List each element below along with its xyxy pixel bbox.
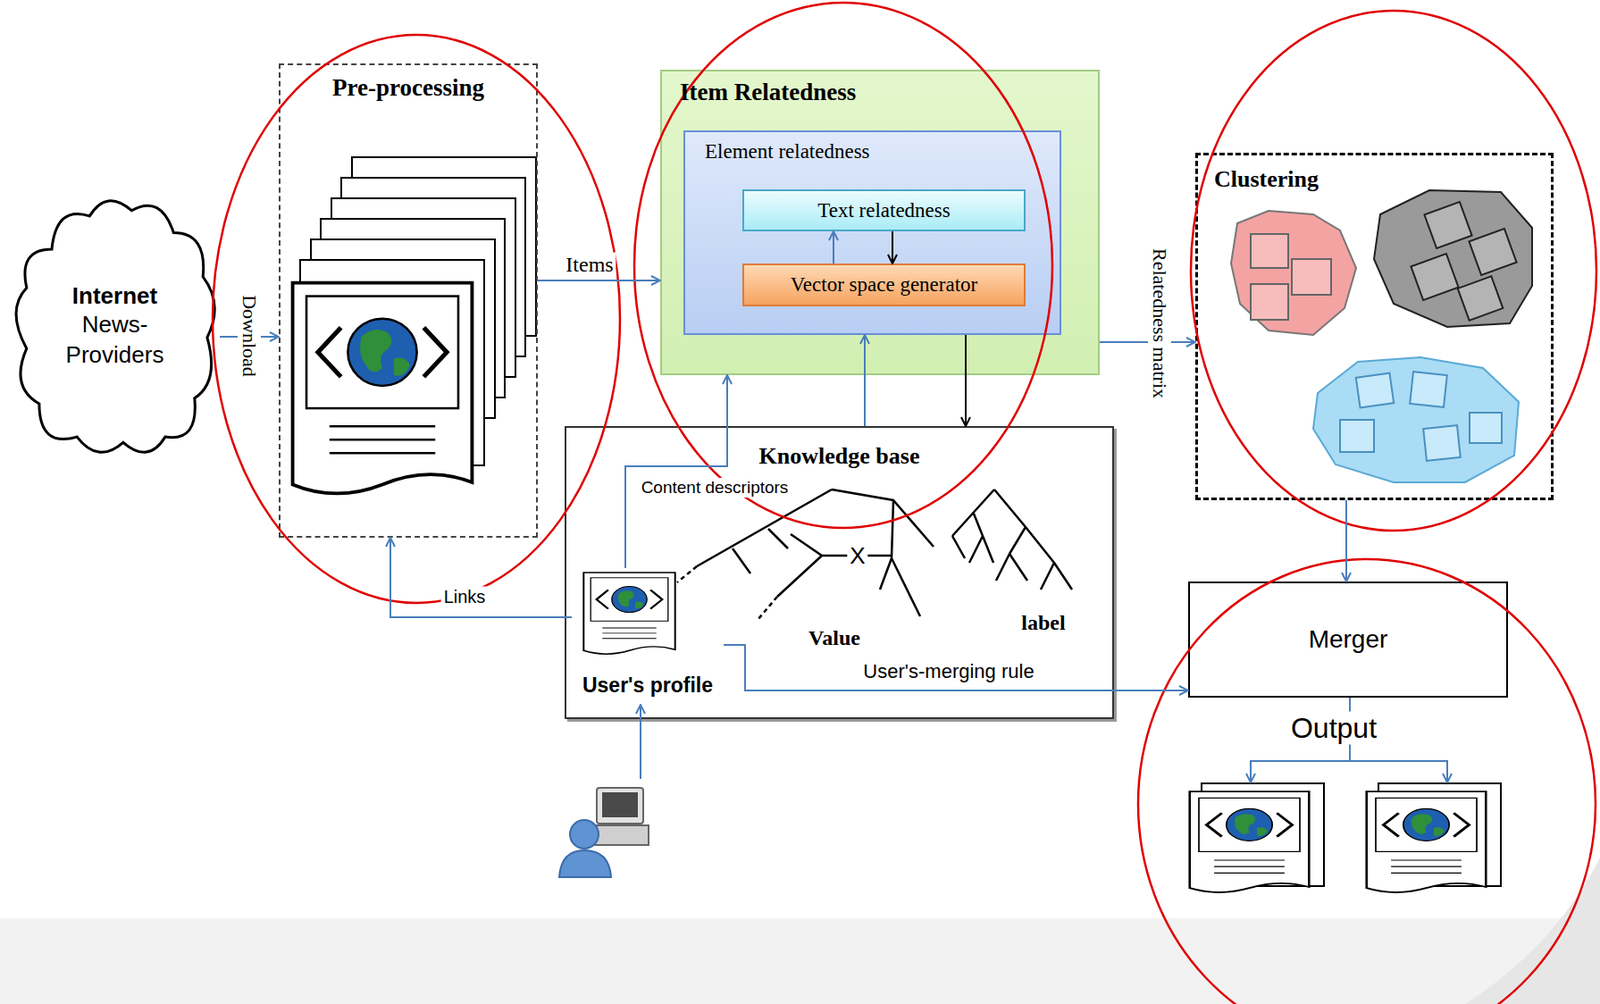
cluster-blobs — [1231, 190, 1533, 483]
source-subtitle: News- Providers — [57, 309, 174, 371]
profile-document — [583, 572, 675, 654]
connector — [1345, 500, 1348, 582]
edge-label: Relatedness matrix — [1147, 245, 1172, 402]
edge-label: Download — [237, 292, 261, 380]
user-input-wire — [639, 704, 642, 780]
output-document — [1366, 791, 1487, 893]
connector — [863, 335, 866, 427]
edge-label: Content descriptors — [638, 477, 792, 498]
output-wire — [1349, 761, 1448, 783]
edge-label: Links — [441, 586, 489, 608]
stage-heading: Pre-processing — [332, 74, 485, 102]
process-box: Text relatedness — [742, 189, 1026, 232]
connector — [832, 231, 835, 264]
cloud-source: InternetNews- Providers — [9, 188, 220, 465]
connector — [964, 335, 967, 427]
tree-caption: label — [1018, 611, 1068, 636]
group-box: Element relatednessText relatednessVecto… — [683, 130, 1062, 336]
output-caption: Output — [1288, 712, 1380, 746]
edge-label: User's-merging rule — [860, 660, 1037, 684]
process-label: Merger — [1308, 625, 1389, 654]
connector — [537, 279, 661, 282]
output-document — [1189, 791, 1310, 893]
process-box: Vector space generator — [742, 263, 1026, 307]
stage-box: Pre-processing — [278, 63, 538, 538]
source-title: Internet — [72, 282, 158, 310]
process-label: Vector space generator — [790, 273, 978, 297]
user-computer-icon — [559, 787, 649, 878]
highlight-ellipses — [212, 2, 1597, 1004]
profile-label: User's profile — [582, 673, 713, 698]
profile-node: User's profile — [571, 568, 724, 702]
connector — [625, 375, 728, 569]
edge-label: Items — [562, 252, 616, 277]
group-heading: Element relatedness — [704, 140, 871, 164]
tree-caption: Value — [805, 626, 863, 651]
stage-box: Item RelatednessElement relatednessText … — [660, 69, 1100, 376]
stage-heading: Item Relatedness — [679, 78, 856, 107]
connector — [723, 645, 1189, 691]
cloud-shape — [16, 201, 215, 453]
label-tree — [952, 489, 1073, 590]
cut-mark: X — [846, 542, 868, 570]
connector — [390, 537, 572, 618]
process-box: Merger — [1188, 581, 1508, 698]
stage-box: Clustering — [1195, 152, 1554, 501]
knowledge-heading: Knowledge base — [759, 443, 921, 470]
stage-heading: Clustering — [1214, 166, 1319, 193]
document-stack — [293, 157, 537, 494]
value-tree — [677, 489, 934, 620]
process-label: Text relatedness — [817, 199, 950, 223]
connector — [891, 231, 894, 264]
